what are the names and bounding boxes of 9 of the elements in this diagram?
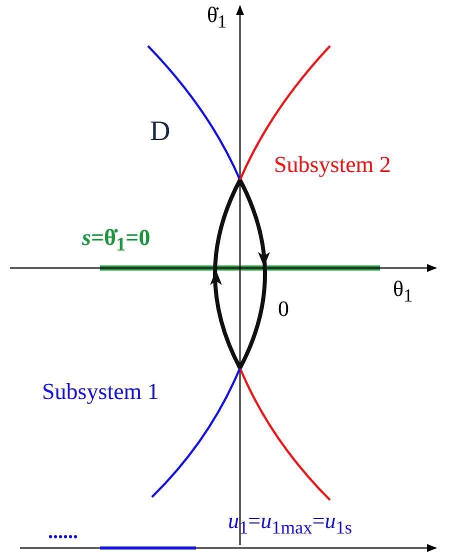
- control-input-label: u$_{1}$=u$_{1max}$=u$_{1s}$: [228, 510, 352, 537]
- subsystem-label: Subsystem 2: [274, 153, 391, 176]
- axis-label: θ̇$_{1}$: [207, 4, 227, 31]
- axis-label: θ$_{1}$: [393, 278, 413, 305]
- ellipsis-label: ......: [48, 522, 78, 542]
- switching-surface-label: s=θ̇$_{1}$=0: [82, 226, 150, 255]
- subsystem-label: Subsystem 1: [42, 380, 159, 403]
- region-label: D: [150, 118, 170, 146]
- origin-label: 0: [278, 298, 289, 320]
